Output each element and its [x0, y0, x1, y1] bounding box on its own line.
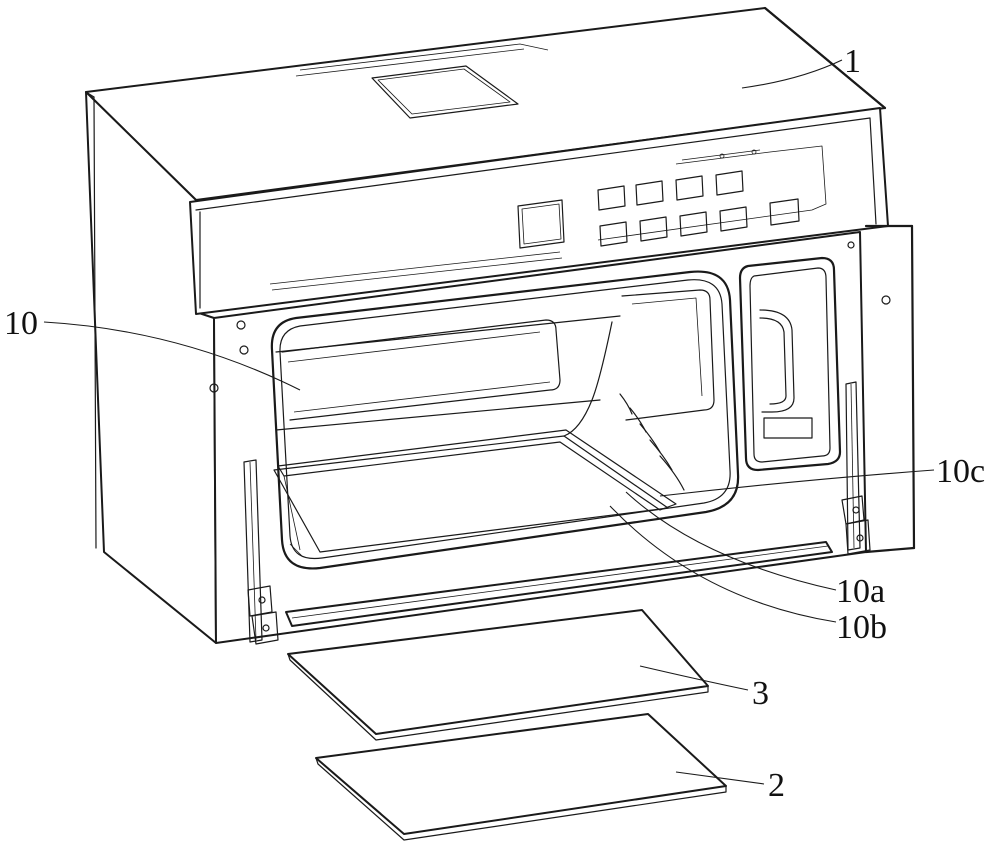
leader-10a — [625, 491, 837, 591]
front-frame — [209, 224, 916, 645]
label-10c: 10c — [936, 453, 985, 490]
drip-tray-front — [285, 541, 833, 627]
panel-button — [635, 180, 664, 206]
panel-button — [719, 206, 748, 232]
cavity-opening — [270, 270, 740, 570]
panel-button — [769, 198, 800, 226]
water-tank-recess — [738, 256, 842, 472]
leader-10b — [609, 505, 837, 623]
leader-10c — [659, 469, 935, 497]
label-3: 3 — [752, 675, 769, 712]
panel-button — [715, 170, 744, 196]
plate-3 — [287, 609, 709, 741]
panel-button — [675, 175, 704, 201]
display-window — [517, 199, 565, 249]
panel-button — [597, 185, 626, 211]
label-10a: 10a — [836, 573, 885, 610]
plate-2 — [315, 713, 727, 841]
cavity-floor — [273, 435, 669, 553]
label-2: 2 — [768, 767, 785, 804]
leader-1 — [741, 59, 843, 89]
oven-cavity — [270, 270, 833, 627]
label-10: 10 — [4, 305, 38, 342]
label-10b: 10b — [836, 609, 887, 646]
reference-labels: 1 10 10c 10a 10b 3 2 — [4, 43, 985, 804]
leader-10 — [43, 321, 301, 391]
leader-lines — [43, 59, 935, 785]
panel-button — [679, 211, 708, 237]
top-vent — [371, 65, 519, 119]
leader-3 — [639, 665, 749, 691]
leader-2 — [675, 771, 765, 785]
label-1: 1 — [844, 43, 861, 80]
